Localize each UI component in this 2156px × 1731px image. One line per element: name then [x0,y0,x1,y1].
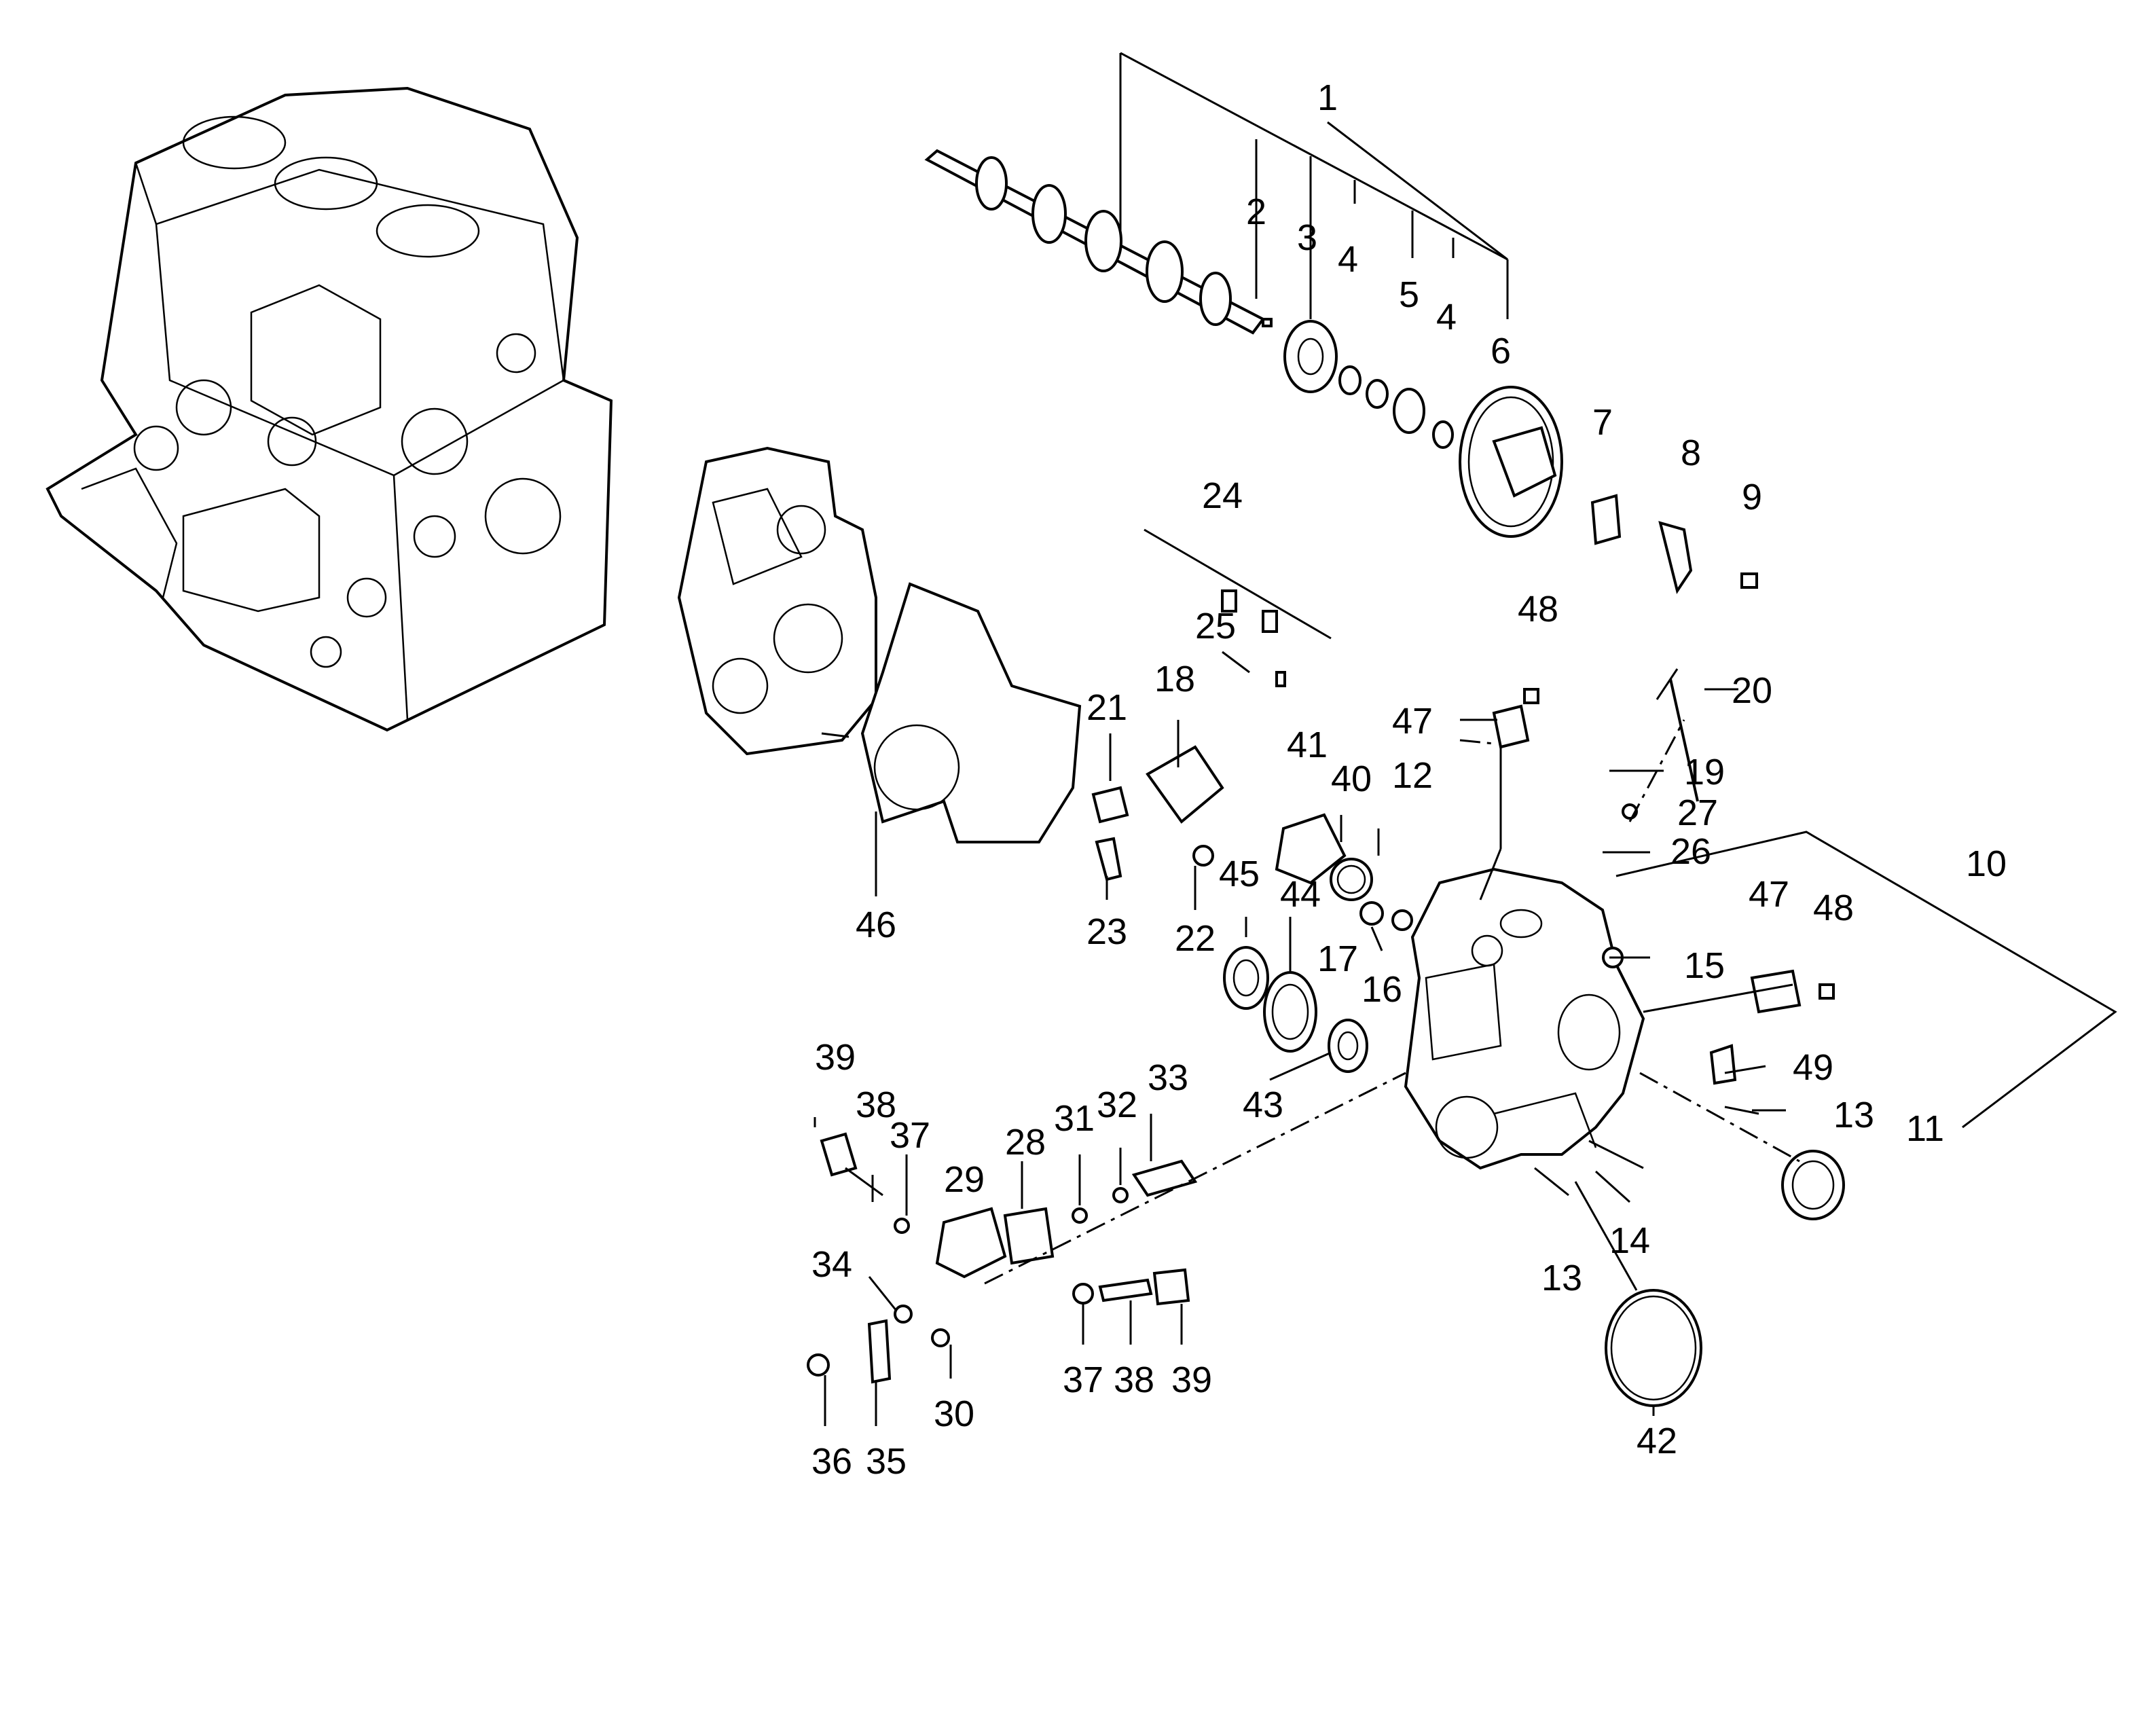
callout-49: 49 [1793,1047,1833,1088]
callout-42: 42 [1637,1421,1677,1461]
front-plate [677,446,877,756]
callout-48: 48 [1813,888,1854,928]
governor-parts [1091,528,1332,881]
callout-28: 28 [1005,1122,1046,1163]
callout-37: 37 [890,1115,930,1156]
callout-6: 6 [1491,331,1511,371]
callout-47: 47 [1749,874,1789,915]
callout-9: 9 [1742,477,1762,517]
callout-44: 44 [1280,874,1321,915]
callout-14: 14 [1609,1220,1650,1261]
callout-13: 13 [1833,1095,1874,1135]
callout-39: 39 [1171,1360,1212,1400]
small-parts [1492,668,1845,1407]
callout-36: 36 [811,1441,852,1482]
callout-25: 25 [1195,606,1236,646]
camshaft-assembly [924,149,1758,594]
callout-48: 48 [1518,589,1558,630]
callout-5: 5 [1399,274,1419,315]
stop-solenoid-parts [807,1132,1198,1384]
callout-13: 13 [1541,1258,1582,1298]
callout-35: 35 [866,1441,907,1482]
callout-2: 2 [1246,192,1266,232]
callout-41: 41 [1287,725,1328,765]
callout-1: 1 [1317,77,1338,118]
callout-20: 20 [1732,670,1772,711]
front-gasket [860,582,1082,843]
gear-case [1404,867,1645,1170]
callout-23: 23 [1086,911,1127,952]
callout-10: 10 [1966,843,2007,884]
callout-16: 16 [1362,969,1402,1010]
callout-8: 8 [1681,433,1701,473]
cylinder-block [45,86,613,732]
callout-32: 32 [1097,1085,1137,1125]
callout-17: 17 [1317,939,1358,979]
callout-43: 43 [1243,1085,1283,1125]
callout-11: 11 [1906,1108,1944,1149]
callout-labels: 1 2 3 4 5 4 6 7 8 9 10 11 12 13 13 14 15… [811,77,2007,1482]
leader-lines [814,52,2117,1426]
callout-46: 46 [856,905,896,945]
idler-gear-stack [1223,813,1413,1073]
callout-30: 30 [934,1393,974,1434]
callout-29: 29 [944,1159,985,1200]
callout-22: 22 [1175,918,1216,959]
callout-4: 4 [1436,297,1457,338]
callout-3: 3 [1297,217,1317,258]
callout-24: 24 [1202,475,1243,516]
callout-33: 33 [1148,1057,1188,1098]
callout-19: 19 [1684,752,1725,792]
callout-18: 18 [1154,659,1195,699]
callout-31: 31 [1054,1098,1095,1139]
callout-26: 26 [1670,831,1711,872]
callout-39: 39 [815,1037,856,1078]
callout-21: 21 [1086,687,1127,728]
callout-40: 40 [1331,759,1372,799]
callout-12: 12 [1392,755,1433,796]
callout-38: 38 [1114,1360,1154,1400]
callout-27: 27 [1677,792,1718,833]
callout-34: 34 [811,1244,852,1285]
callout-7: 7 [1592,402,1613,443]
callout-15: 15 [1684,945,1725,986]
callout-4: 4 [1338,239,1358,280]
callout-47: 47 [1392,701,1433,742]
callout-45: 45 [1219,854,1260,894]
callout-37: 37 [1063,1360,1103,1400]
callout-38: 38 [856,1085,896,1125]
